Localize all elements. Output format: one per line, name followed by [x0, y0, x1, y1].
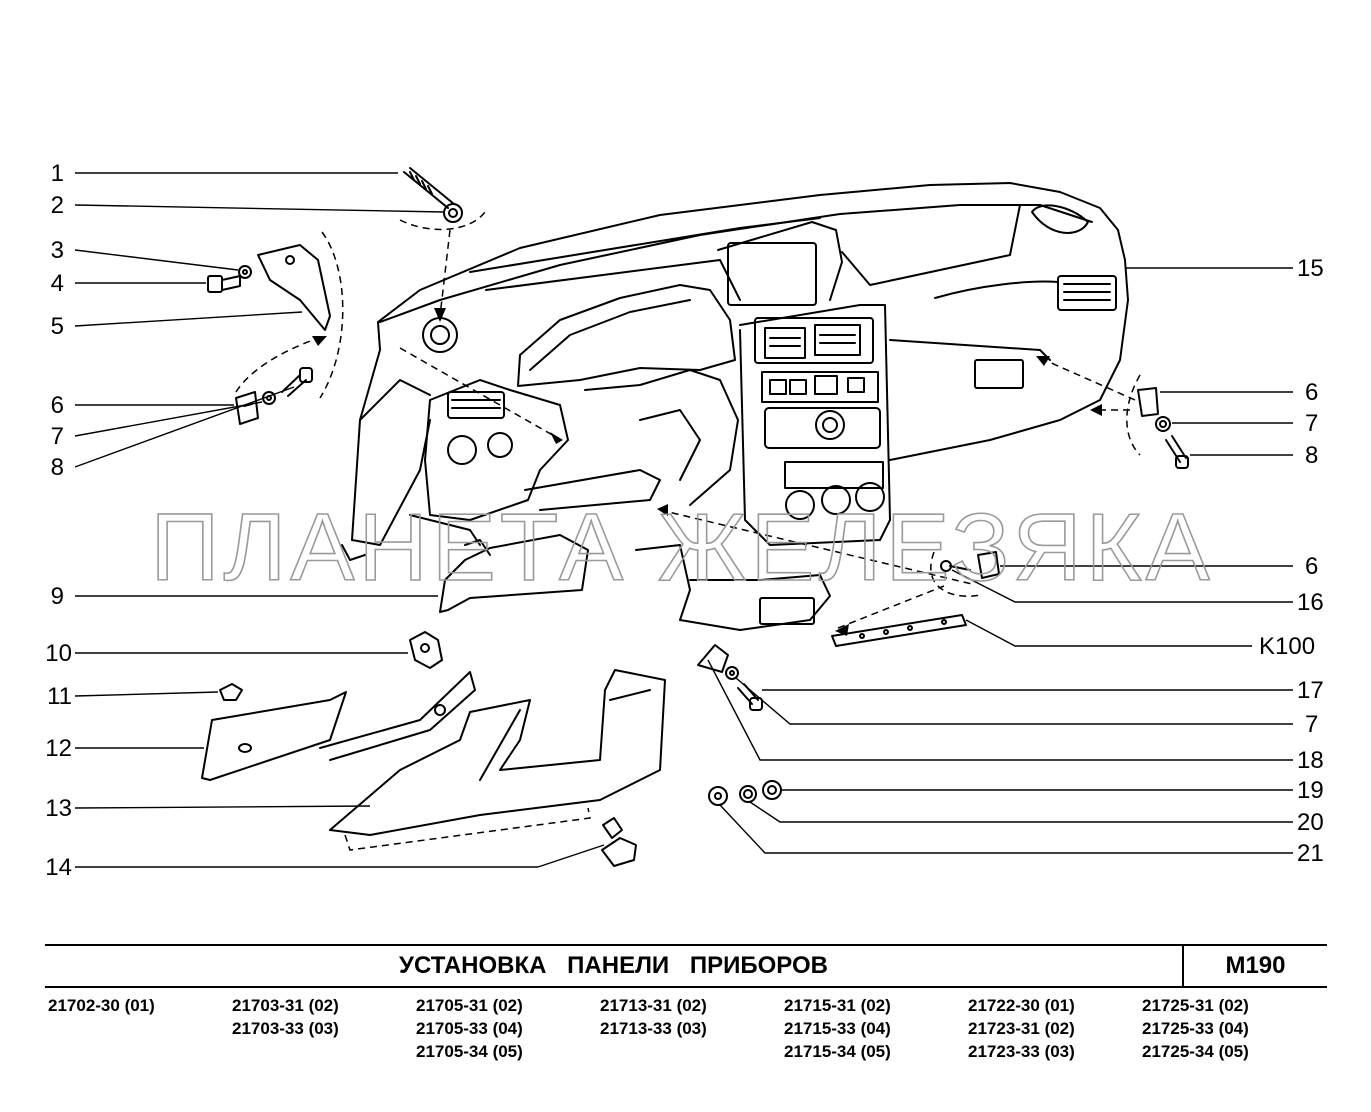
callout-8-right: 8 — [1305, 442, 1318, 469]
part-12-cover — [201, 671, 476, 781]
callout-1: 1 — [51, 160, 64, 187]
callout-4: 4 — [51, 270, 64, 297]
callout-7-lower: 7 — [1305, 711, 1318, 738]
parts-diagram: ПЛАНЕТА ЖЕЛЕЗЯКА 1 2 3 4 5 6 7 8 9 10 11… — [45, 160, 1324, 881]
part-13-trim — [329, 669, 666, 836]
model-column-6: 21722-30 (01) 21723-31 (02) 21723-33 (03… — [968, 994, 1075, 1063]
callout-6-right: 6 — [1305, 379, 1318, 406]
model-code: 21725-33 (04) — [1142, 1019, 1249, 1038]
model-code: 21702-30 (01) — [48, 996, 155, 1015]
callout-16: 16 — [1297, 589, 1324, 616]
part-11-clip — [219, 683, 243, 701]
model-list: 21702-30 (01) 21703-31 (02) 21703-33 (03… — [48, 994, 1328, 1074]
callout-21: 21 — [1297, 840, 1324, 867]
callout-10: 10 — [45, 640, 72, 667]
part-center-cup-holder — [635, 544, 831, 631]
dashboard-panel — [341, 182, 1129, 561]
callout-7: 7 — [51, 423, 64, 450]
model-code: 21723-33 (03) — [968, 1042, 1075, 1061]
callout-6: 6 — [51, 392, 64, 419]
model-column-3: 21705-31 (02) 21705-33 (04) 21705-34 (05… — [416, 994, 523, 1063]
callouts-right: 15 6 7 8 6 16 K100 17 7 18 19 20 21 — [1259, 255, 1324, 867]
callout-3: 3 — [51, 237, 64, 264]
callout-17: 17 — [1297, 677, 1324, 704]
part-21-washer — [708, 786, 728, 806]
callout-9: 9 — [51, 583, 64, 610]
callout-12: 12 — [45, 735, 72, 762]
callout-6-center: 6 — [1305, 553, 1318, 580]
part-1-stud — [403, 167, 455, 209]
model-code: 21715-31 (02) — [784, 996, 891, 1015]
model-column-5: 21715-31 (02) 21715-33 (04) 21715-34 (05… — [784, 994, 891, 1063]
model-column-7: 21725-31 (02) 21725-33 (04) 21725-34 (05… — [1142, 994, 1249, 1063]
callout-8: 8 — [51, 454, 64, 481]
model-code: 21725-34 (05) — [1142, 1042, 1249, 1061]
model-column-4: 21713-31 (02) 21713-33 (03) — [600, 994, 707, 1040]
part-16-screw — [940, 560, 971, 572]
part-k100-rail — [831, 614, 967, 647]
part-14-fastener — [601, 817, 637, 867]
part-2-nut — [443, 203, 463, 223]
part-7-washer-right — [1155, 416, 1171, 432]
part-18-bracket — [697, 644, 729, 673]
part-9-bracket — [439, 534, 589, 613]
callout-15: 15 — [1297, 255, 1324, 282]
model-code: 21722-30 (01) — [968, 996, 1075, 1015]
callout-11: 11 — [47, 683, 72, 710]
model-code: 21705-31 (02) — [416, 996, 523, 1015]
part-10-latch — [409, 631, 443, 669]
watermark-text: ПЛАНЕТА ЖЕЛЕЗЯКА — [150, 494, 1213, 601]
model-code: 21705-34 (05) — [416, 1042, 523, 1061]
part-3-washer — [238, 265, 252, 279]
part-7-washer-lower — [725, 666, 739, 680]
part-6-clip-center — [977, 551, 1000, 579]
model-code: 21703-33 (03) — [232, 1019, 339, 1038]
model-code: 21715-33 (04) — [784, 1019, 891, 1038]
part-19-nut — [762, 780, 782, 800]
part-20-washer — [739, 785, 757, 803]
callout-k100: K100 — [1259, 633, 1315, 660]
part-6-clip-right — [1137, 387, 1159, 417]
leader-lines — [74, 172, 1293, 868]
model-column-1: 21702-30 (01) — [48, 994, 155, 1017]
model-code: 21715-34 (05) — [784, 1042, 891, 1061]
callout-13: 13 — [45, 795, 72, 822]
model-code: 21713-31 (02) — [600, 996, 707, 1015]
model-code: 21713-33 (03) — [600, 1019, 707, 1038]
page-title: УСТАНОВКА ПАНЕЛИ ПРИБОРОВ — [45, 946, 1184, 986]
callout-7-right: 7 — [1305, 410, 1318, 437]
part-4-bolt — [207, 275, 241, 293]
part-5-bracket — [257, 244, 331, 331]
callout-5: 5 — [51, 313, 64, 340]
callout-20: 20 — [1297, 809, 1324, 836]
model-code: 21703-31 (02) — [232, 996, 339, 1015]
callout-19: 19 — [1297, 777, 1324, 804]
callout-2: 2 — [51, 192, 64, 219]
drawing-code: M190 — [1225, 952, 1286, 979]
model-code: 21725-31 (02) — [1142, 996, 1249, 1015]
model-column-2: 21703-31 (02) 21703-33 (03) — [232, 994, 339, 1040]
part-8-screw-right — [1165, 435, 1189, 469]
title-block: УСТАНОВКА ПАНЕЛИ ПРИБОРОВ M190 — [45, 944, 1327, 988]
callout-14: 14 — [45, 854, 72, 881]
model-code: 21723-31 (02) — [968, 1019, 1075, 1038]
part-6-clip-left — [235, 391, 259, 425]
part-8-screw-left — [281, 367, 313, 397]
callout-18: 18 — [1297, 747, 1324, 774]
guide-arrowheads — [312, 308, 1102, 636]
model-code: 21705-33 (04) — [416, 1019, 523, 1038]
callouts-left: 1 2 3 4 5 6 7 8 9 10 11 12 13 14 — [45, 160, 72, 881]
